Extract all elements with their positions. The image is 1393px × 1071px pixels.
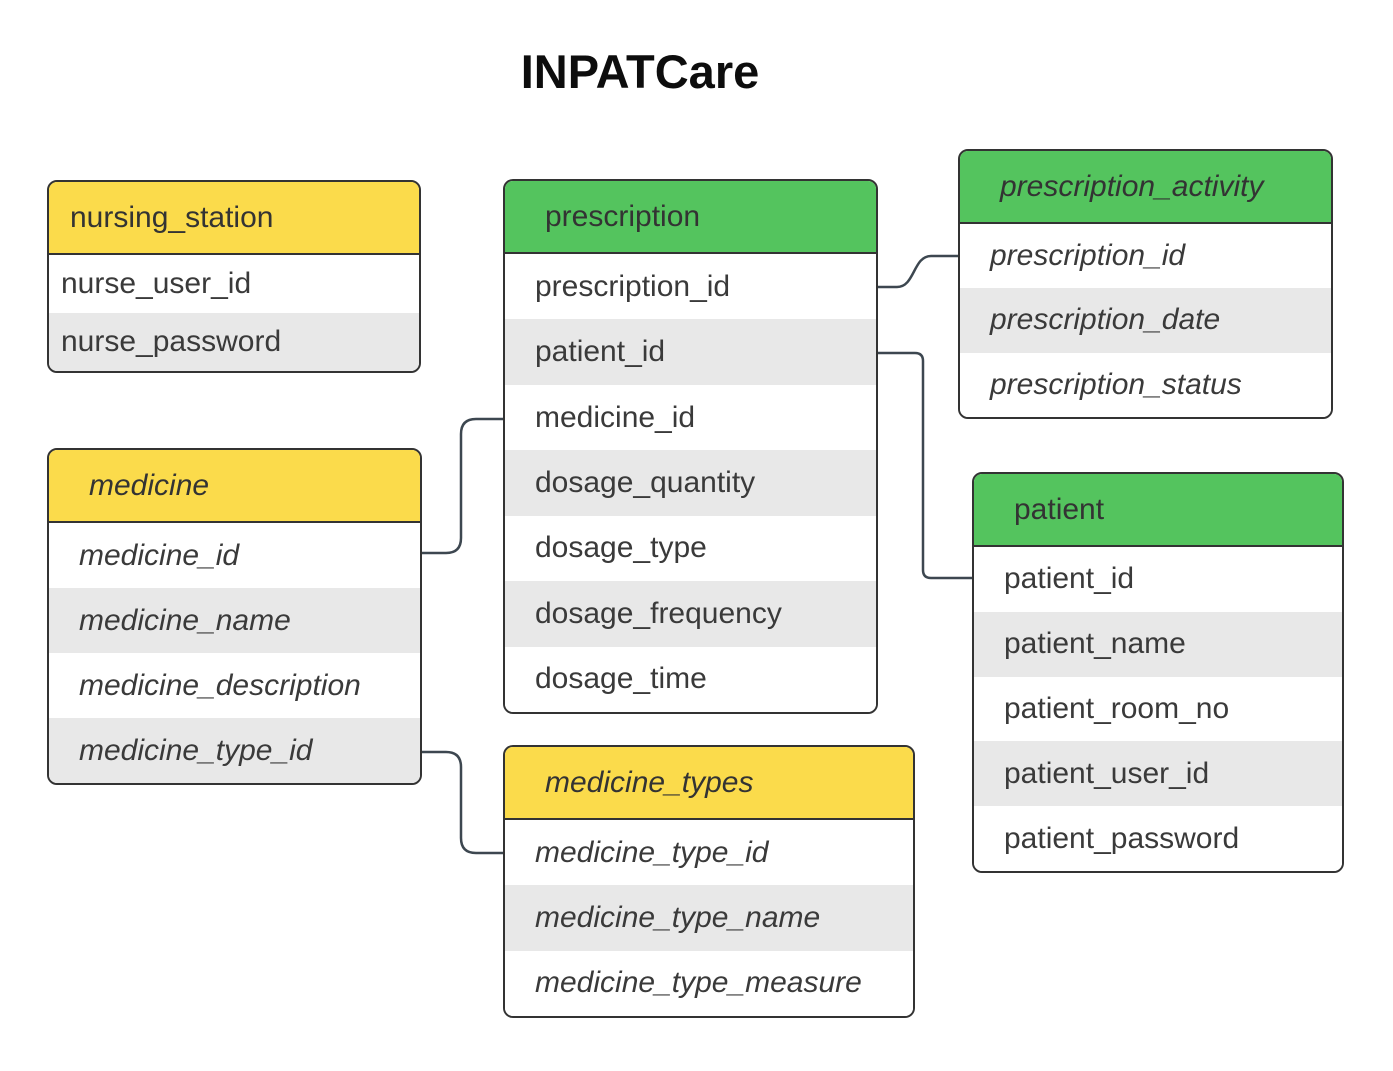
field-row-medicine_id: medicine_id	[505, 384, 876, 451]
field-row-patient_password: patient_password	[974, 806, 1342, 871]
entity-header: medicine_types	[505, 747, 913, 820]
relationship-medicine-to-prescription	[420, 417, 506, 555]
field-row-medicine_type_name: medicine_type_name	[505, 885, 913, 951]
field-row-prescription_id: prescription_id	[960, 224, 1331, 289]
field-row-medicine_type_id: medicine_type_id	[505, 820, 913, 886]
field-row-patient_name: patient_name	[974, 611, 1342, 677]
field-row-prescription_date: prescription_date	[960, 288, 1331, 353]
field-row-nurse_password: nurse_password	[49, 313, 419, 371]
entity-header: nursing_station	[49, 182, 419, 255]
field-row-nurse_user_id: nurse_user_id	[49, 255, 419, 313]
field-row-medicine_type_measure: medicine_type_measure	[505, 950, 913, 1016]
entity-header: patient	[974, 474, 1342, 547]
entity-header: prescription	[505, 181, 876, 254]
field-row-dosage_frequency: dosage_frequency	[505, 581, 876, 647]
field-row-patient_id: patient_id	[974, 547, 1342, 612]
field-row-dosage_type: dosage_type	[505, 515, 876, 582]
entity-header: prescription_activity	[960, 151, 1331, 224]
relationship-prescription-to-prescription-activity	[876, 254, 961, 289]
field-row-prescription_id: prescription_id	[505, 254, 876, 320]
field-row-dosage_quantity: dosage_quantity	[505, 450, 876, 516]
field-row-patient_room_no: patient_room_no	[974, 676, 1342, 742]
field-row-medicine_name: medicine_name	[49, 588, 420, 653]
field-row-prescription_status: prescription_status	[960, 352, 1331, 417]
entity-header: medicine	[49, 450, 420, 523]
field-row-medicine_description: medicine_description	[49, 653, 420, 718]
field-row-patient_id: patient_id	[505, 319, 876, 385]
relationship-prescription-to-patient	[876, 351, 975, 580]
field-row-patient_user_id: patient_user_id	[974, 741, 1342, 807]
field-row-dosage_time: dosage_time	[505, 646, 876, 712]
relationship-medicine-to-medicine-types	[420, 750, 506, 855]
diagram-title: INPATCare	[520, 45, 760, 98]
field-row-medicine_type_id: medicine_type_id	[49, 718, 420, 783]
field-row-medicine_id: medicine_id	[49, 523, 420, 588]
